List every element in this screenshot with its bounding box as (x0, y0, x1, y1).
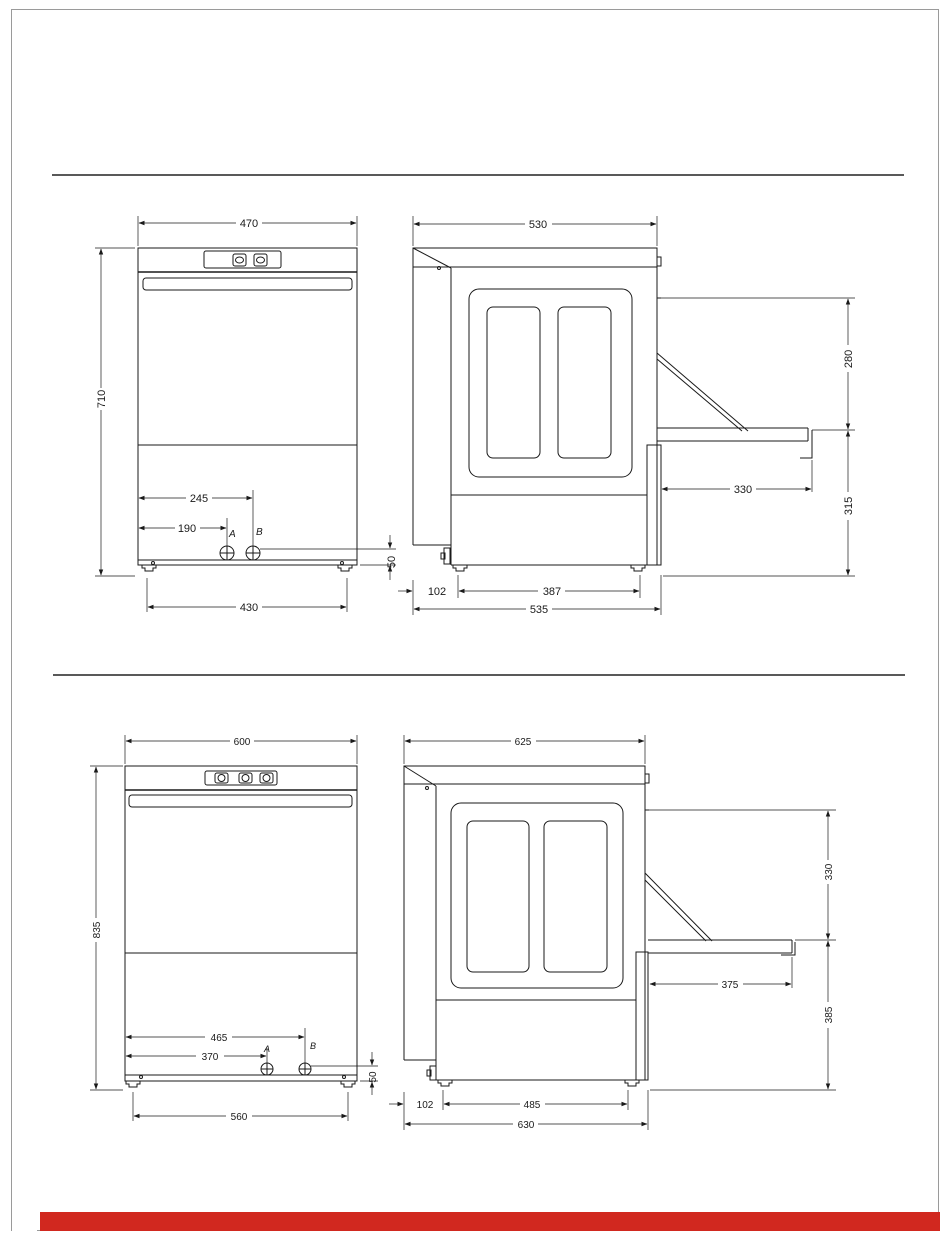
bottom-front-height-label: 835 (92, 921, 103, 938)
top-side-rack-base-label: 315 (843, 497, 855, 515)
top-front-view (138, 248, 357, 571)
bottom-front-pos-b-label: 465 (211, 1033, 228, 1044)
top-side-feet-span-label: 387 (543, 586, 561, 598)
top-side-dimensions (398, 216, 855, 615)
bottom-side-feet-span-label: 485 (524, 1100, 541, 1111)
bottom-front-view (125, 766, 357, 1087)
top-side-offset-label: 102 (428, 586, 446, 598)
top-side-total-depth-label: 535 (530, 604, 548, 616)
footer-accent-bar (40, 1212, 940, 1231)
top-front-feet-span-label: 430 (240, 602, 258, 614)
top-side-view (413, 248, 812, 571)
footer-notch (11, 1212, 37, 1231)
bottom-side-depth-label: 625 (515, 737, 532, 748)
bottom-side-rack-base-label: 385 (824, 1006, 835, 1023)
top-front-inlet-a-label: A (228, 529, 236, 540)
top-front-dimensions (95, 216, 396, 612)
bottom-front-inlet-b-label: B (310, 1041, 316, 1051)
bottom-side-rack-height-label: 330 (824, 863, 835, 880)
bottom-front-dimensions (90, 735, 378, 1121)
bottom-front-inlet-height-label: 50 (368, 1071, 379, 1083)
top-front-width-label: 470 (240, 218, 258, 230)
bottom-side-dimensions (389, 735, 836, 1130)
top-side-rack-height-label: 280 (843, 350, 855, 368)
top-side-rack-length-label: 330 (734, 484, 752, 496)
top-front-height-label: 710 (96, 390, 108, 408)
bottom-side-view (404, 766, 795, 1086)
bottom-front-feet-span-label: 560 (231, 1112, 248, 1123)
top-front-inlet-b-label: B (256, 527, 263, 538)
bottom-front-inlet-a-label: A (263, 1044, 270, 1054)
bottom-front-pos-a-label: 370 (202, 1052, 219, 1063)
top-side-depth-label: 530 (529, 219, 547, 231)
bottom-side-rack-length-label: 375 (722, 980, 739, 991)
top-front-pos-b-label: 245 (190, 493, 208, 505)
bottom-side-offset-label: 102 (417, 1100, 434, 1111)
bottom-side-total-depth-label: 630 (518, 1120, 535, 1131)
top-front-inlet-height-label: 50 (386, 556, 398, 568)
bottom-front-width-label: 600 (234, 737, 251, 748)
top-front-pos-a-label: 190 (178, 523, 196, 535)
